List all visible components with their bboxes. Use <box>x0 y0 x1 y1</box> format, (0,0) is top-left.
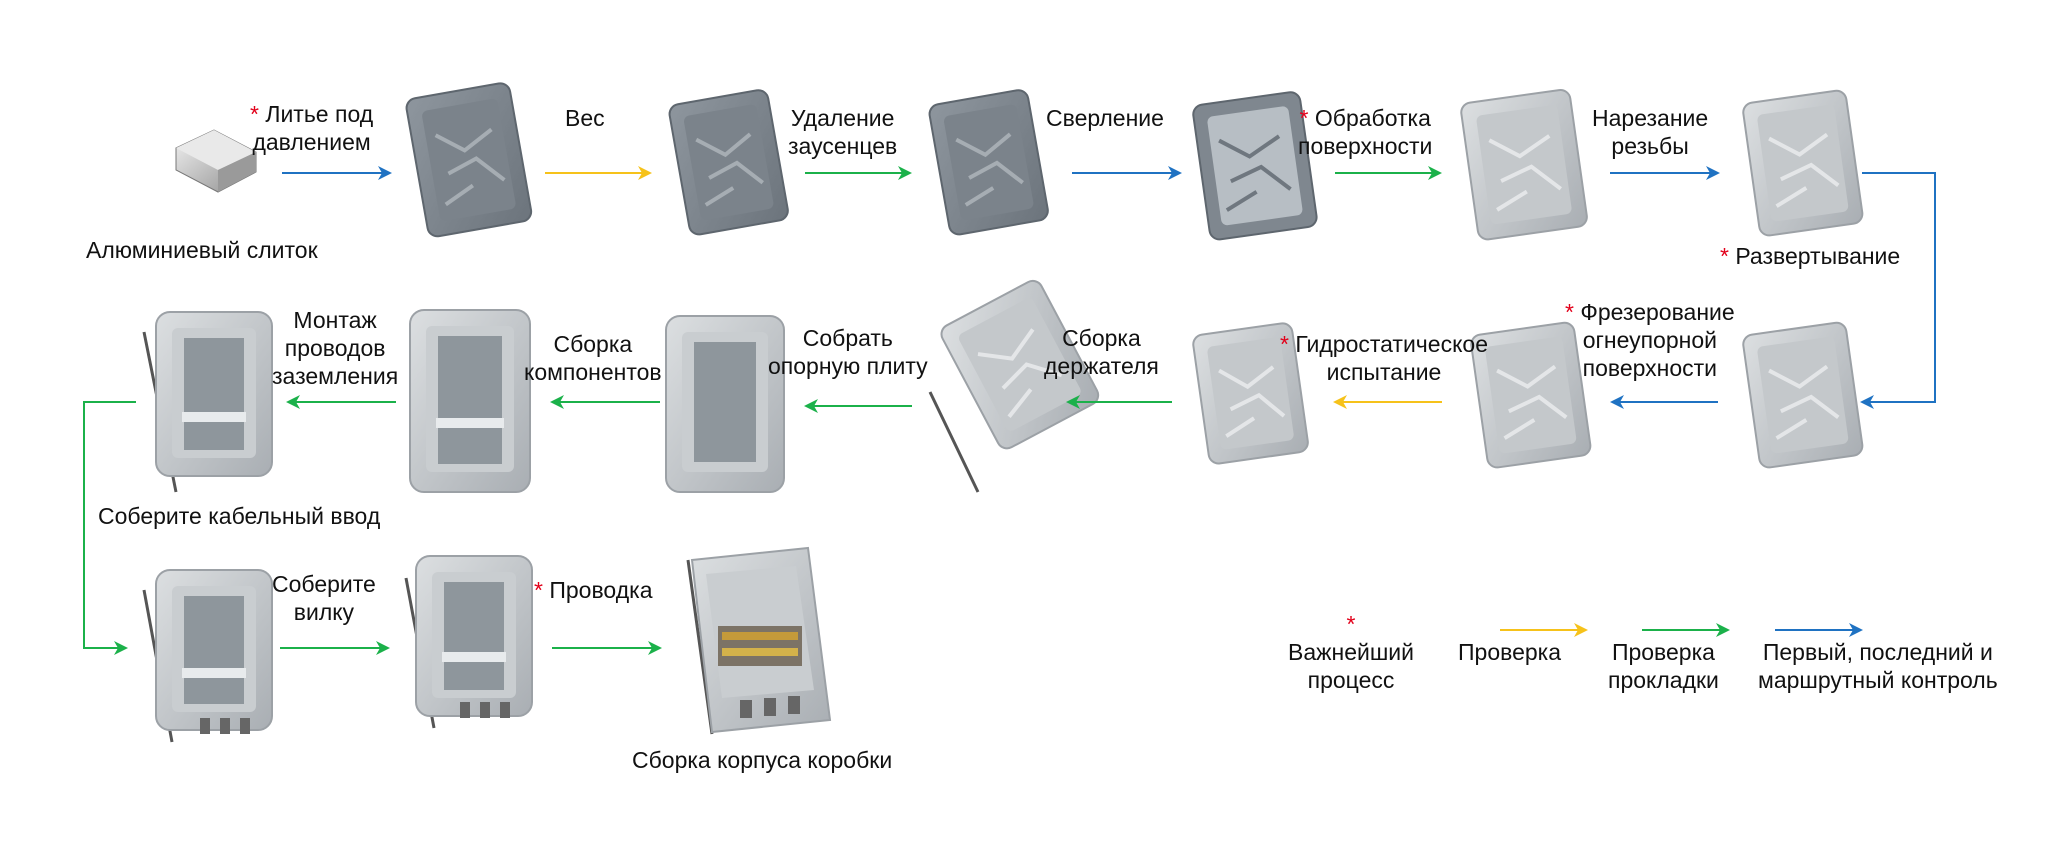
key-process-marker: * <box>1299 105 1309 131</box>
enclosure-plug-icon <box>142 569 273 743</box>
enclosure-grounding-icon <box>142 311 273 493</box>
enclosure-surface-treated-icon <box>1460 88 1588 241</box>
enclosure-wiring-icon <box>404 555 533 729</box>
enclosure-pressure-tested-icon <box>1192 322 1309 465</box>
key-process-marker: * <box>534 577 543 603</box>
label-drilling: Сверление <box>1046 105 1164 131</box>
enclosure-base-plate-icon <box>665 315 785 493</box>
label-reaming: * Развертывание <box>1720 243 1901 269</box>
key-process-marker: * <box>1565 299 1574 325</box>
enclosure-weighed-icon <box>668 89 789 236</box>
enclosure-die-cast-icon <box>405 82 533 238</box>
enclosure-threaded-icon <box>1742 89 1864 237</box>
enclosure-milled-icon <box>1470 321 1592 469</box>
legend-inspection: Проверка <box>1458 639 1562 665</box>
label-weight: Вес <box>565 105 605 131</box>
label-box-assembly: Сборка корпуса коробки <box>632 747 893 773</box>
arrow-reaming-connector <box>1860 172 1936 409</box>
enclosure-final-assembly-icon <box>686 546 832 735</box>
label-wiring: * Проводка <box>534 577 653 603</box>
label-ingot: Алюминиевый слиток <box>86 237 318 263</box>
aluminum-ingot-icon <box>175 129 257 193</box>
key-process-marker: * <box>1720 243 1729 269</box>
arrow-cable-entry-connector <box>83 401 136 655</box>
key-process-marker: * <box>250 101 259 127</box>
enclosure-components-icon <box>409 309 531 493</box>
key-process-marker: * <box>1280 331 1289 357</box>
label-cable-entry: Соберите кабельный ввод <box>98 503 381 529</box>
legend-key-process-marker: * <box>1346 611 1356 637</box>
enclosure-holder-assembled-icon <box>928 279 1100 493</box>
enclosure-reamed-icon <box>1742 321 1864 469</box>
enclosure-drilled-icon <box>1192 91 1318 241</box>
enclosure-deburred-icon <box>928 89 1049 236</box>
